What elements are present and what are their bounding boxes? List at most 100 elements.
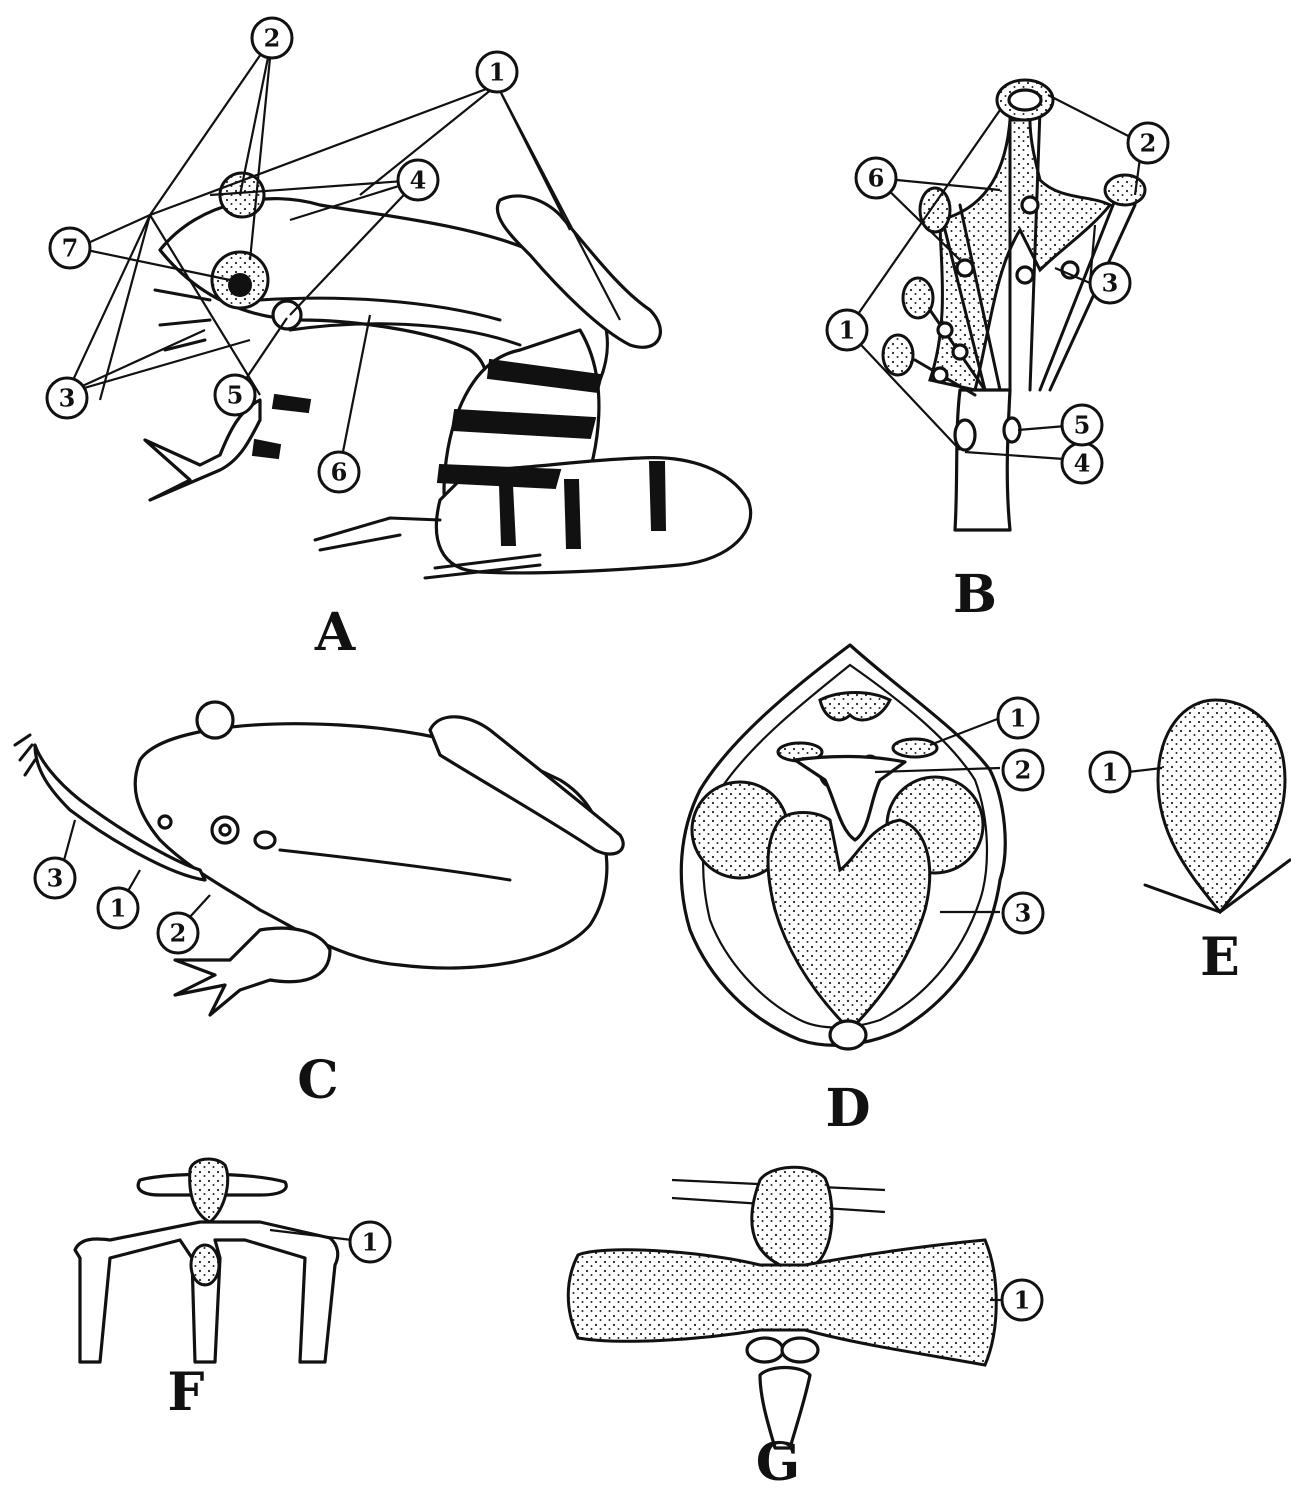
panel-b-subarticular — [1017, 267, 1033, 283]
panel-a-toe — [320, 535, 400, 550]
svg-text:2: 2 — [1140, 129, 1157, 158]
panel-b-tubercle — [1004, 418, 1020, 442]
panel-c-drawing — [15, 702, 623, 1015]
panel-c-nostril — [159, 816, 171, 828]
callout-2: 2 — [252, 18, 292, 58]
svg-text:1: 1 — [1010, 704, 1027, 733]
callout-3: 3 — [35, 858, 75, 898]
svg-text:4: 4 — [410, 166, 427, 195]
svg-text:3: 3 — [59, 384, 76, 413]
svg-text:3: 3 — [1102, 269, 1119, 298]
svg-text:1: 1 — [1014, 1286, 1031, 1315]
callout-6: 6 — [856, 158, 896, 198]
panel-b-subarticular — [953, 345, 967, 359]
panel-g-knob — [782, 1338, 818, 1362]
panel-d: 1 2 3 D — [681, 645, 1043, 1139]
callout-2: 2 — [1128, 123, 1168, 163]
callout-1: 1 — [998, 698, 1038, 738]
panel-d-label: D — [825, 1078, 870, 1139]
panel-b-subarticular — [1022, 197, 1038, 213]
panel-b-disc — [1105, 175, 1145, 205]
panel-a-spiracle — [273, 301, 301, 329]
panel-e: 1 E — [1090, 700, 1290, 988]
panel-a-label: A — [314, 602, 356, 663]
panel-c-body — [135, 724, 607, 968]
svg-text:2: 2 — [170, 919, 187, 948]
callout-1: 1 — [350, 1222, 390, 1262]
panel-b-subarticular — [938, 323, 952, 337]
panel-c-hand — [175, 928, 330, 1015]
svg-text:1: 1 — [1102, 758, 1119, 787]
panel-g-knob — [747, 1338, 783, 1362]
callout-7: 7 — [50, 228, 90, 268]
panel-d-jaw-tip — [830, 1021, 866, 1049]
panel-b-disc-inner — [1009, 90, 1041, 110]
panel-c: 3 1 2 C — [15, 702, 623, 1111]
panel-b-stem — [955, 390, 1010, 530]
svg-text:6: 6 — [331, 458, 348, 487]
callout-1: 1 — [1002, 1280, 1042, 1320]
panel-b-subarticular — [957, 260, 973, 276]
panel-f-apex — [190, 1159, 228, 1222]
panel-g: 1 G — [568, 1167, 1042, 1488]
panel-d-nostril — [893, 739, 937, 757]
svg-text:3: 3 — [1015, 899, 1032, 928]
panel-c-label: C — [297, 1050, 338, 1111]
panel-b-tubercle — [955, 420, 975, 450]
panel-g-callouts: 1 — [1002, 1280, 1042, 1320]
panel-g-label: G — [756, 1432, 800, 1488]
panel-f-callouts: 1 — [350, 1222, 390, 1262]
panel-b-disc — [883, 335, 913, 375]
svg-text:1: 1 — [489, 58, 506, 87]
panel-b-subarticular — [933, 368, 947, 382]
callout-6: 6 — [319, 452, 359, 492]
svg-text:5: 5 — [227, 381, 244, 410]
panel-c-tympanum — [255, 832, 275, 848]
svg-text:5: 5 — [1074, 411, 1091, 440]
panel-c-digit — [15, 735, 35, 775]
panel-b-label: B — [953, 564, 997, 625]
callout-1: 1 — [1090, 752, 1130, 792]
panel-g-apex — [752, 1167, 832, 1268]
panel-b: 1 2 3 4 5 6 B — [827, 80, 1168, 625]
panel-a-band — [650, 462, 665, 530]
panel-f-spine-node — [191, 1245, 219, 1285]
panel-f-label: F — [168, 1362, 205, 1423]
panel-a-pupil — [229, 274, 251, 296]
callout-5: 5 — [1062, 405, 1102, 445]
panel-b-drawing — [883, 80, 1145, 530]
callout-1: 1 — [827, 310, 867, 350]
callout-4: 4 — [1062, 443, 1102, 483]
panel-c-nostril-bump — [197, 702, 233, 738]
callout-3: 3 — [1090, 263, 1130, 303]
panel-a-band — [565, 480, 580, 548]
callout-2: 2 — [158, 913, 198, 953]
panel-e-disc — [1158, 700, 1285, 912]
callout-2: 2 — [1003, 750, 1043, 790]
panel-a-band — [500, 485, 515, 545]
panel-c-eye-inner — [220, 825, 230, 835]
svg-text:1: 1 — [110, 894, 127, 923]
svg-text:7: 7 — [62, 234, 79, 263]
svg-text:4: 4 — [1074, 449, 1091, 478]
panel-e-callouts: 1 — [1090, 752, 1130, 792]
callout-4: 4 — [398, 160, 438, 200]
svg-text:2: 2 — [264, 24, 281, 53]
panel-f-arch — [75, 1222, 338, 1362]
callout-5: 5 — [215, 375, 255, 415]
svg-text:1: 1 — [362, 1228, 379, 1257]
panel-f: 1 F — [75, 1159, 390, 1423]
panel-e-label: E — [1200, 927, 1240, 988]
panel-a-band — [273, 395, 310, 412]
svg-text:3: 3 — [47, 864, 64, 893]
callout-3: 3 — [1003, 893, 1043, 933]
panel-b-disc — [903, 278, 933, 318]
callout-3: 3 — [47, 378, 87, 418]
callout-1: 1 — [477, 52, 517, 92]
svg-text:2: 2 — [1015, 756, 1032, 785]
panel-a-digit — [160, 320, 210, 325]
panel-d-drawing — [681, 645, 1005, 1049]
callout-1: 1 — [98, 888, 138, 928]
panel-a-band — [253, 440, 280, 458]
